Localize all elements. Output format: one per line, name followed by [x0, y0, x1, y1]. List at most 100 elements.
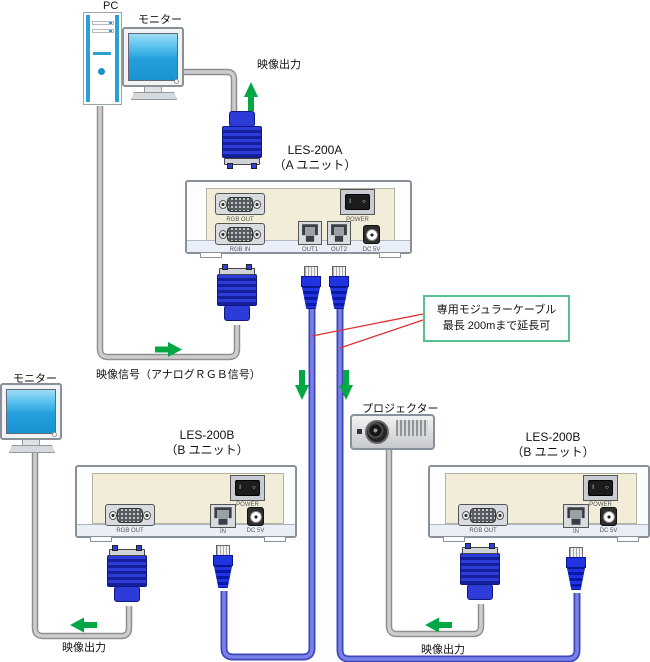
- video-out-top-label: 映像出力: [257, 59, 301, 71]
- projector-vents: [396, 420, 428, 436]
- unit-b-left-subtitle: （B ユニット）: [165, 443, 249, 457]
- cable-projector-core: [387, 449, 483, 636]
- cable-modular-out1-core: [222, 303, 314, 659]
- arrow-down-left-icon: [295, 370, 309, 400]
- unit-foot: [200, 253, 222, 258]
- port-screw: [462, 510, 471, 520]
- monitor-top-label: モニター: [138, 14, 182, 26]
- vga-connector-b-left: [107, 545, 147, 602]
- vga-hood: [467, 584, 493, 600]
- arrow-right-icon: [155, 342, 182, 357]
- monitor-bottom-power-led: [52, 432, 57, 437]
- port-label-in-b-left: IN: [220, 529, 226, 535]
- unit-b-left-model: LES-200B: [179, 428, 235, 442]
- switch-on-mark: I: [239, 484, 241, 491]
- projector: [350, 414, 435, 450]
- video-signal-label: 映像信号（アナログＲＧＢ信号）: [96, 369, 261, 381]
- pc-stripe-left: [86, 15, 90, 102]
- monitor-top-base: [131, 92, 177, 100]
- switch-off-mark: ○: [362, 198, 366, 205]
- unit-foot: [379, 253, 401, 258]
- vga-thumbscrew: [251, 163, 257, 169]
- port-screw: [252, 199, 261, 209]
- pc-drive-bay: [92, 29, 114, 33]
- rj45-socket: [567, 507, 585, 525]
- monitor-bottom: [0, 383, 62, 440]
- unit-b-left-baseband: [77, 524, 295, 536]
- rj45-plug-b-right-in: [566, 547, 586, 590]
- dc-jack-a: [363, 225, 380, 244]
- vga-thumbscrew: [246, 264, 252, 270]
- video-out-bottom-right-label: 映像出力: [421, 644, 465, 656]
- monitor-bottom-screen: [6, 389, 56, 434]
- port-label-power-a: POWER: [346, 216, 369, 223]
- unit-b-right-baseband: [430, 524, 648, 536]
- unit-foot: [617, 537, 639, 542]
- port-screw: [495, 510, 504, 520]
- port-label-dc-b-left: DC 5V: [246, 528, 265, 534]
- dc-jack-b-right: [600, 507, 617, 526]
- port-label-power-b-right: POWER: [589, 502, 612, 508]
- vga-hood: [114, 586, 140, 602]
- vga-hood: [229, 111, 255, 127]
- rj45-plug-b-left-in: [213, 545, 233, 588]
- port-out2-a: [327, 221, 351, 245]
- switch-on-mark: I: [592, 484, 594, 491]
- port-screw: [142, 510, 151, 520]
- unit-foot: [264, 537, 286, 542]
- dsub-socket: [470, 507, 496, 523]
- rj45-plug-boot: [302, 287, 320, 309]
- port-screw: [252, 229, 261, 239]
- cable-modular-out2-core: [338, 303, 579, 661]
- port-label-power-b-left: POWER: [236, 502, 259, 508]
- pc-slot: [93, 52, 111, 55]
- callout-pointer-line-2: [339, 319, 424, 349]
- vga-thumbscrew: [465, 543, 471, 549]
- port-rgb-in-a: [215, 223, 265, 245]
- switch-off-mark: ○: [605, 484, 609, 491]
- vga-thumbscrew: [222, 264, 228, 270]
- callout-pointer-line-1: [311, 313, 424, 337]
- rj45-plug-out2: [329, 266, 349, 309]
- vga-connector-a-bottom: [217, 264, 257, 321]
- vga-flange: [109, 545, 145, 556]
- port-screw: [109, 510, 118, 520]
- rj45-plug-boot: [330, 287, 348, 309]
- cable-monitor-top-core: [184, 70, 236, 114]
- power-rocker: I ○: [345, 194, 370, 210]
- rj45-plug-body: [329, 276, 349, 287]
- rj45-socket: [214, 507, 232, 525]
- callout-line2: 最長 200mまで延長可: [442, 320, 551, 332]
- vga-thumbscrew: [489, 543, 495, 549]
- callout-box: 専用モジュラーケーブル 最長 200mまで延長可: [423, 295, 570, 342]
- rj45-socket: [331, 224, 347, 242]
- monitor-top: [122, 27, 184, 87]
- vga-strain-relief: [222, 126, 262, 158]
- port-label-rgb-out-b-right: RGB OUT: [469, 527, 497, 534]
- port-screw: [219, 229, 228, 239]
- pc-stripe-right: [115, 15, 119, 102]
- dc-jack-b-left: [247, 507, 264, 526]
- pc-drive-bay: [92, 21, 114, 25]
- dc-jack-ring: [249, 510, 262, 523]
- arrow-down-right-icon: [339, 370, 353, 400]
- rj45-plug-boot: [214, 566, 232, 588]
- unit-les200b-right: RGB OUT IN DC 5V I ○ POWER: [428, 465, 650, 542]
- rj45-plug-body: [301, 276, 321, 287]
- power-rocker: I ○: [588, 480, 613, 496]
- switch-on-mark: I: [349, 198, 351, 205]
- dsub-socket: [227, 196, 253, 212]
- dsub-socket: [227, 226, 253, 242]
- vga-strain-relief: [107, 555, 147, 587]
- vga-strain-relief: [217, 274, 257, 306]
- port-rgb-out-b-left: [105, 504, 155, 526]
- vga-hood: [224, 305, 250, 321]
- port-label-in-b-right: IN: [573, 529, 579, 535]
- port-in-b-right: [563, 504, 589, 528]
- unit-a-title: LES-200A （A ユニット）: [255, 143, 375, 173]
- port-rgb-out-a: [215, 193, 265, 215]
- unit-foot: [443, 537, 465, 542]
- arrow-up-icon: [244, 82, 258, 111]
- monitor-top-screen: [128, 33, 178, 81]
